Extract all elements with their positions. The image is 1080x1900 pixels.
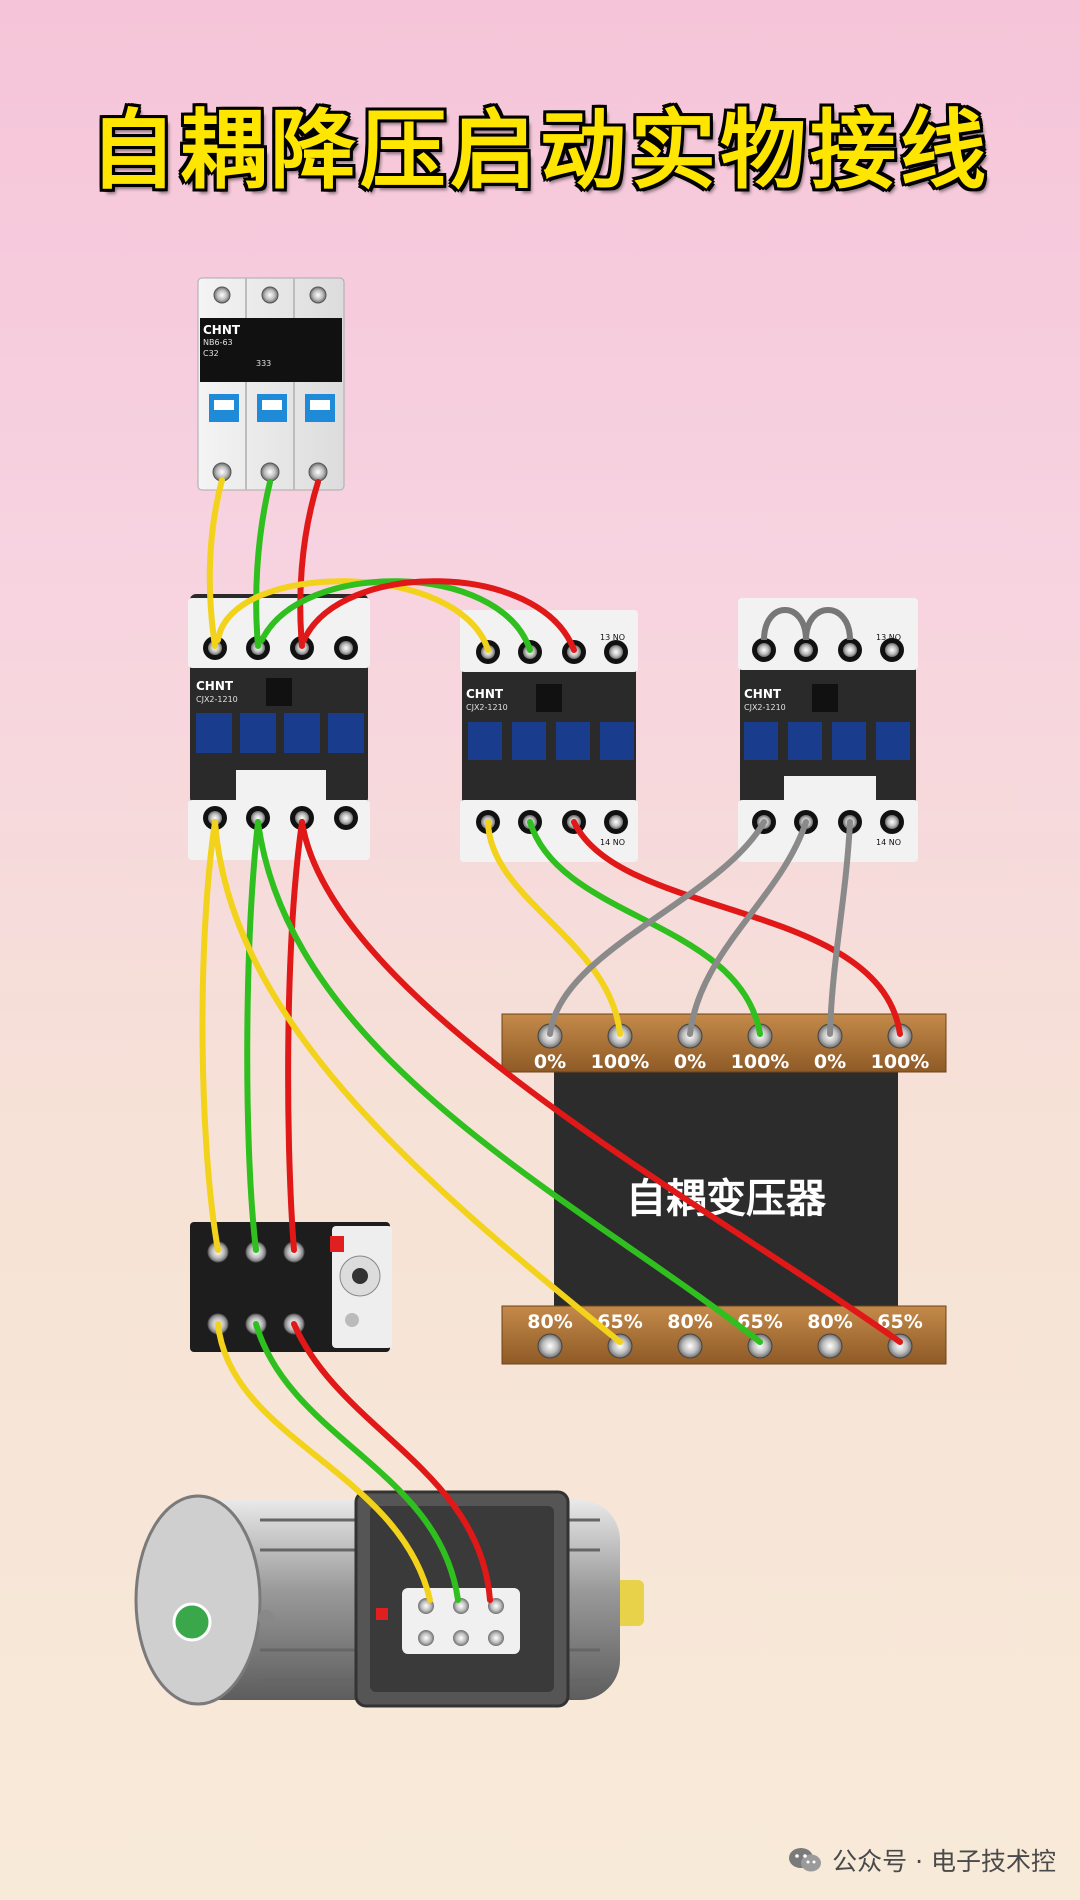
wire-l3-main-tap65 bbox=[299, 819, 903, 1345]
wire-l3-main-auto bbox=[301, 578, 577, 653]
breaker-code: 333 bbox=[256, 359, 271, 368]
tap-label: 0% bbox=[674, 1051, 706, 1073]
tap-screw bbox=[817, 1333, 843, 1359]
tap-label: 65% bbox=[597, 1311, 642, 1333]
wire-l1-main-tap65 bbox=[212, 819, 623, 1345]
wire-l1-main-auto bbox=[215, 578, 491, 653]
contactor-3-aux-top: 13 NO bbox=[876, 633, 901, 642]
breaker-top-screws bbox=[213, 286, 327, 304]
contactor-3-model: CJX2-1210 bbox=[744, 703, 786, 712]
contactor-3-aux-bottom: 14 NO bbox=[876, 838, 901, 847]
wire-l3-breaker-main bbox=[297, 479, 321, 649]
footer-source: 公众号 · 电子技术控 bbox=[832, 1847, 1056, 1876]
breaker-model: NB6-63 bbox=[203, 338, 233, 347]
wire-l2-breaker-main bbox=[253, 479, 273, 649]
footer: 公众号 · 电子技术控 bbox=[788, 1842, 1056, 1878]
tap-screw bbox=[537, 1333, 563, 1359]
contactor-2-brand: CHNT bbox=[466, 687, 504, 701]
tap-label: 65% bbox=[737, 1311, 782, 1333]
wire-star-tap0-3 bbox=[827, 819, 853, 1037]
tap-label: 80% bbox=[807, 1311, 852, 1333]
wechat-icon bbox=[788, 1847, 822, 1873]
wire-l2-main-overload bbox=[244, 819, 261, 1253]
tap-label: 100% bbox=[731, 1051, 790, 1073]
tap-label: 100% bbox=[871, 1051, 930, 1073]
autotransformer: 自耦变压器 bbox=[501, 1013, 947, 1365]
wire-l2-overload-motor bbox=[253, 1321, 461, 1603]
contactor-1-model: CJX2-1210 bbox=[196, 695, 238, 704]
wire-l3-overload-motor bbox=[291, 1321, 493, 1603]
contactor-autotransformer: CHNT CJX2-1210 13 NO 14 NO bbox=[460, 610, 638, 862]
wire-l2-main-tap65 bbox=[255, 819, 763, 1345]
tap-label: 0% bbox=[534, 1051, 566, 1073]
contactor-1-brand: CHNT bbox=[196, 679, 234, 693]
wire-star-tap0-1 bbox=[547, 819, 767, 1037]
transformer-bottom-taps: 80% 65% 80% 65% 80% 65% bbox=[527, 1311, 923, 1359]
tap-screw bbox=[677, 1333, 703, 1359]
tap-label: 80% bbox=[667, 1311, 712, 1333]
wire-l1-breaker-main bbox=[206, 477, 225, 649]
tap-label: 100% bbox=[591, 1051, 650, 1073]
contactor-3-brand: CHNT bbox=[744, 687, 782, 701]
wire-star-tap0-2 bbox=[687, 819, 809, 1037]
tap-label: 0% bbox=[814, 1051, 846, 1073]
wire-l1-overload-motor bbox=[215, 1321, 433, 1603]
wire-l1-main-overload bbox=[199, 819, 221, 1253]
circuit-breaker: CHNT NB6-63 C32 333 bbox=[197, 277, 345, 491]
breaker-brand: CHNT bbox=[203, 323, 241, 337]
contactor-2-aux-top: 13 NO bbox=[600, 633, 625, 642]
contactor-2-model: CJX2-1210 bbox=[466, 703, 508, 712]
tap-label: 80% bbox=[527, 1311, 572, 1333]
contactor-2-aux-bottom: 14 NO bbox=[600, 838, 625, 847]
wire-l1-auto-tap100 bbox=[485, 819, 623, 1037]
wire-l3-main-overload bbox=[285, 819, 305, 1253]
tap-label: 65% bbox=[877, 1311, 922, 1333]
page-title: 自耦降压启动实物接线 bbox=[90, 101, 990, 201]
breaker-rating: C32 bbox=[203, 349, 219, 358]
